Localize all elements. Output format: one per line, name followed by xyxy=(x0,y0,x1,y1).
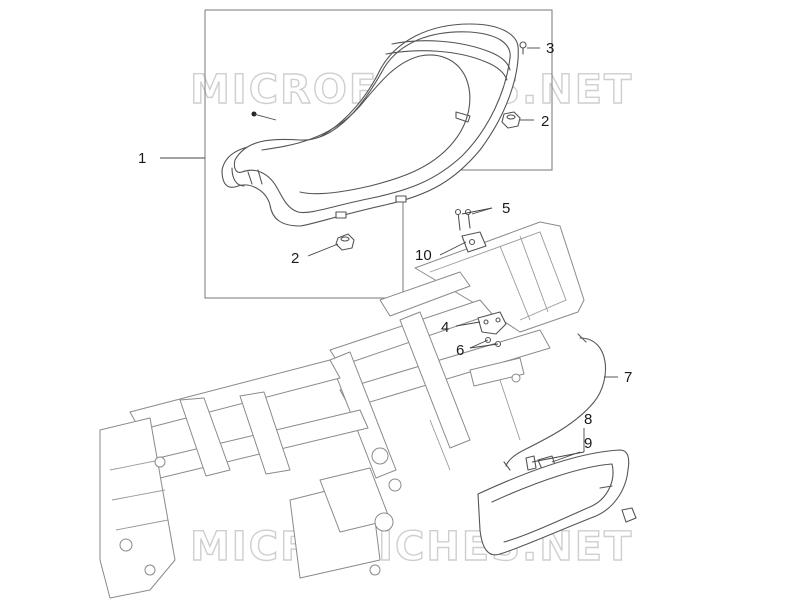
rubber-buffer-bottom xyxy=(335,233,355,251)
callout-8: 8 xyxy=(584,411,592,428)
screws-6 xyxy=(484,336,502,348)
leader-9 xyxy=(551,451,581,463)
callout-5: 5 xyxy=(502,200,510,217)
callout-7: 7 xyxy=(624,369,632,386)
seat-foot-2 xyxy=(395,195,407,203)
seat-lock xyxy=(477,311,507,335)
callout-2-bottom: 2 xyxy=(291,250,299,267)
seat-latch xyxy=(247,169,263,185)
leader-2b xyxy=(307,243,339,257)
leader-5b xyxy=(471,207,493,215)
diagonal-tube-2 xyxy=(329,351,397,479)
watermark-bottom: MICROFICHES.NET xyxy=(190,524,633,570)
callout-2-top: 2 xyxy=(541,113,549,130)
callout-4: 4 xyxy=(441,319,449,336)
seat-assembly xyxy=(221,23,519,227)
headstock xyxy=(99,417,176,599)
release-cable xyxy=(503,333,606,471)
leader-6b xyxy=(469,343,499,349)
seat-front-edge xyxy=(231,167,245,187)
callout-6: 6 xyxy=(456,342,464,359)
leader-6a xyxy=(469,339,489,349)
callout-10: 10 xyxy=(415,247,432,264)
rubber-bumper-side xyxy=(621,507,637,523)
cable-clip xyxy=(525,455,537,471)
shock-bracket xyxy=(469,357,525,387)
seat-foot-1 xyxy=(335,211,347,219)
rubber-buffer-top xyxy=(501,111,521,129)
seat-seam-2 xyxy=(385,50,508,81)
seat-hinge xyxy=(455,111,471,123)
leader-5a xyxy=(461,207,493,215)
seat-seam-1 xyxy=(391,40,511,71)
screw-3 xyxy=(519,41,527,55)
callout-9: 9 xyxy=(584,435,592,452)
main-tube-upper xyxy=(129,359,341,431)
front-downtube-2 xyxy=(239,391,291,475)
callout-1: 1 xyxy=(138,150,146,167)
seat-bracket xyxy=(461,231,487,253)
front-downtube xyxy=(179,397,231,477)
upper-rail xyxy=(379,271,471,317)
side-cover xyxy=(477,449,630,556)
seat-rider-pad xyxy=(261,54,471,195)
leader-10 xyxy=(439,241,467,256)
diagonal-tube xyxy=(399,311,471,449)
leader-4 xyxy=(455,321,481,327)
callout-3: 3 xyxy=(546,40,554,57)
